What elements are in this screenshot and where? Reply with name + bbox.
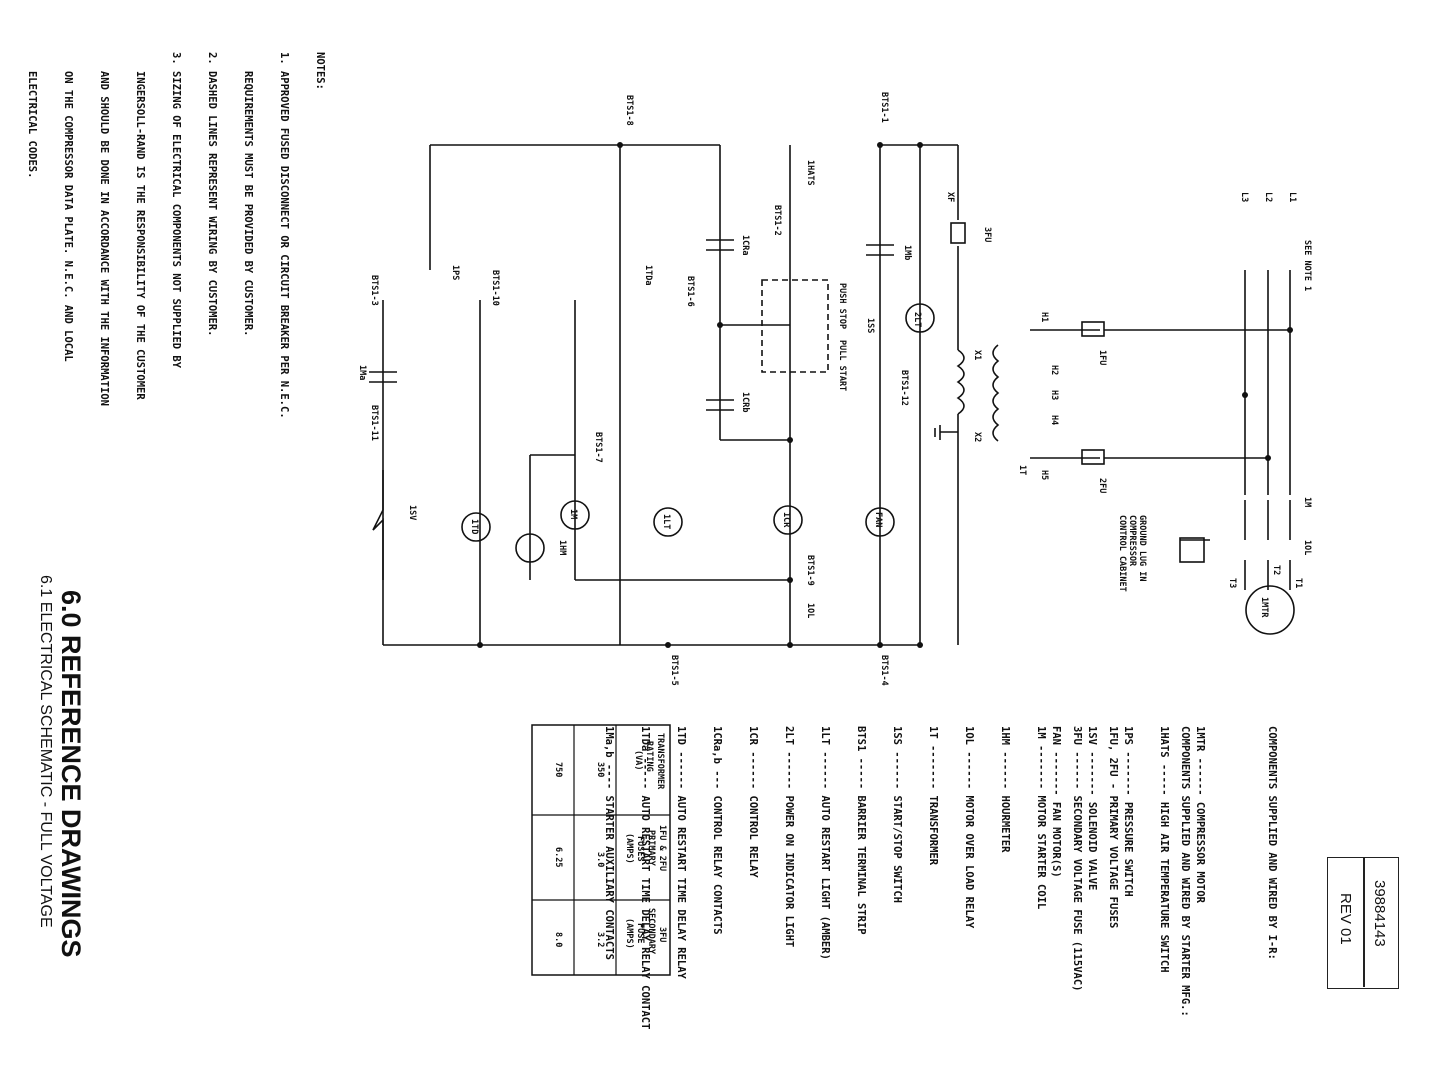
schematic-labels: SEE NOTE 1 L1 L2 L3 1MTR T1 T2 T3 1OL 1M…	[357, 92, 1312, 686]
motor-terminal-label: T1	[1293, 578, 1303, 588]
table-cell: 8.0	[553, 932, 563, 947]
contact-label: 1Mb	[902, 245, 912, 260]
table-cell: 3.0	[595, 852, 605, 867]
terminal-label: BTS1-4	[879, 655, 889, 686]
contact-label: 1HATS	[805, 160, 815, 186]
coil-1m	[560, 500, 590, 530]
transformer-primary	[992, 344, 1000, 442]
light-1lt	[653, 507, 683, 537]
table-cell: 6.25	[553, 847, 563, 867]
load-label: 1M	[568, 509, 578, 519]
ground-lug	[1179, 537, 1205, 563]
secondary-tap-label: X2	[972, 432, 982, 442]
tap-label: H5	[1039, 470, 1049, 480]
table-header: 3FU	[657, 927, 667, 942]
terminal-label: BTS1-11	[369, 405, 379, 441]
see-note-label: SEE NOTE 1	[1302, 240, 1312, 291]
fuse-2fu	[1081, 449, 1105, 465]
table-header: FUSE	[635, 923, 645, 943]
start-stop-switch-1ss	[761, 279, 829, 373]
terminal-label: BTS1-2	[772, 205, 782, 236]
load-label: 1SV	[407, 505, 417, 520]
line-l2-label: L2	[1263, 192, 1273, 202]
fuse-3fu-label: 3FU	[982, 227, 992, 242]
motor-1mtr	[1245, 585, 1295, 635]
terminal-label: BTS1-5	[669, 655, 679, 686]
fan-motor	[865, 507, 895, 537]
motor-label: 1MTR	[1259, 597, 1269, 618]
line-l1-label: L1	[1287, 192, 1297, 202]
terminal-label: BTS1-3	[369, 275, 379, 306]
fuse-2fu-label: 2FU	[1097, 478, 1107, 493]
push-stop-label: PUSH STOP	[837, 283, 847, 329]
terminal-label: BTS1-8	[624, 95, 634, 126]
terminal-label: BTS1-12	[899, 370, 909, 406]
contact-label: 1CRb	[740, 392, 750, 412]
contact-label: 1SS	[865, 318, 875, 333]
terminal-label: BTS1-9	[805, 555, 815, 586]
load-label: 1TD	[469, 519, 479, 534]
fuse-table: TRANSFORMER RATING (VA) 1FU & 2FU PRIMAR…	[531, 724, 671, 976]
overload-label: 1OL	[1302, 540, 1312, 555]
relay-1td	[461, 512, 491, 542]
table-header: (VA)	[633, 750, 643, 770]
terminal-label: BTS1-10	[490, 270, 500, 306]
contact-label: 1TDa	[643, 265, 653, 285]
transformer-secondary	[956, 349, 965, 415]
table-header: 1FU & 2FU	[657, 825, 667, 871]
solenoid-1sv	[372, 470, 384, 580]
table-header: FUSES	[635, 836, 645, 862]
terminal-label: BTS1-1	[879, 92, 889, 123]
table-header: TRANSFORMER	[655, 733, 665, 790]
motor-terminal-label: T2	[1271, 565, 1281, 575]
load-label: FAN	[873, 512, 883, 527]
table-cell: 3.2	[595, 932, 605, 947]
ground-lug-label: COMPRESSOR	[1127, 515, 1137, 567]
table-header: PRIMARY	[646, 830, 656, 867]
contact-label: 1CRa	[740, 235, 750, 255]
secondary-tap-label: X1	[972, 350, 982, 360]
tap-label: H4	[1049, 415, 1059, 425]
table-header: SECONDARY	[646, 908, 656, 955]
terminal-label: BTS1-7	[593, 432, 603, 463]
light-2lt	[905, 303, 935, 333]
table-header: (AMPS)	[624, 833, 634, 864]
load-label: 1HM	[557, 540, 567, 555]
tap-label: H3	[1049, 390, 1059, 400]
fuse-1fu-label: 1FU	[1097, 350, 1107, 365]
contact-label: 1OL	[805, 603, 815, 618]
ground-lug-label: GROUND LUG IN	[1137, 515, 1147, 582]
motor-terminal-label: T3	[1227, 578, 1237, 588]
fuse-1fu	[1081, 321, 1105, 337]
load-label: 1CR	[781, 512, 791, 528]
load-label: 2LT	[912, 312, 922, 327]
terminal-label: BTS1-6	[685, 276, 695, 307]
xf-label: XF	[945, 192, 955, 202]
contact-label: 1PS	[450, 265, 460, 280]
table-cell: 750	[553, 762, 563, 777]
line-l3-label: L3	[1239, 192, 1249, 202]
ground-lug-label: CONTROL CABINET	[1117, 515, 1127, 592]
transformer-label: 1T	[1017, 465, 1027, 475]
table-header: (AMPS)	[624, 918, 634, 949]
contact-label: 1Ma	[357, 365, 367, 380]
tap-label: H2	[1049, 365, 1059, 375]
starter-label: 1M	[1302, 497, 1312, 507]
tap-label: H1	[1039, 312, 1049, 322]
fuse-3fu	[950, 222, 966, 244]
load-label: 1LT	[661, 514, 671, 529]
pull-start-label: PULL START	[837, 340, 847, 391]
relay-1cr	[773, 505, 803, 535]
table-header: RATING	[644, 741, 654, 772]
table-cell: 350	[595, 762, 605, 777]
hourmeter-1hm	[515, 533, 545, 563]
